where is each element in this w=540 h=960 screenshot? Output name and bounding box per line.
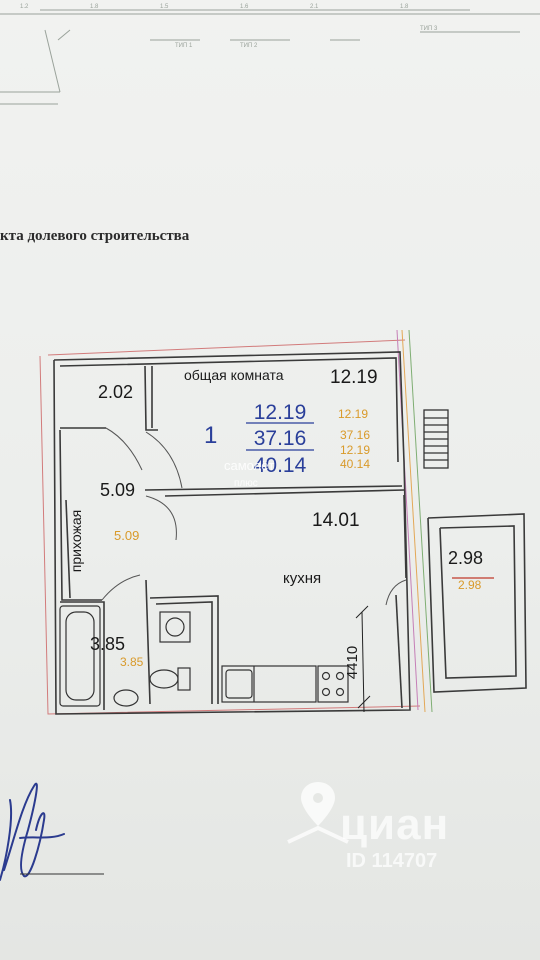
svg-text:1.2: 1.2 — [20, 4, 29, 10]
secondary-total-3: 12.19 — [340, 443, 371, 457]
svg-text:1.5: 1.5 — [160, 4, 169, 10]
total-area-with-balcony: 40.14 — [253, 454, 307, 477]
document-heading: кта долевого строительства — [0, 228, 190, 244]
svg-text:ТИП 1: ТИП 1 — [175, 43, 193, 49]
bathroom-area: 3.85 — [90, 634, 126, 654]
adjacent-plan-fragment: 1.2 1.8 1.5 1.6 2.1 1.8 ТИП 1 ТИП 2 ТИП 3 — [0, 4, 540, 105]
svg-text:1.6: 1.6 — [240, 4, 249, 10]
developer-stamp-line-2: плюс — [234, 478, 258, 489]
watermark-listing-id: ID 114707 — [346, 850, 438, 872]
svg-text:2.1: 2.1 — [310, 4, 319, 10]
kitchen-area: 14.01 — [312, 510, 360, 531]
secondary-total-4: 40.14 — [340, 457, 371, 471]
living-room-area: 12.19 — [330, 367, 378, 388]
secondary-total-2: 37.16 — [340, 428, 371, 442]
total-area: 37.16 — [253, 427, 307, 450]
svg-text:1.8: 1.8 — [90, 4, 99, 10]
svg-text:1.8: 1.8 — [400, 4, 409, 10]
kitchen-name: кухня — [283, 570, 322, 587]
apartment-number: 1 — [204, 422, 218, 449]
developer-stamp-line-1: самолёт — [224, 458, 275, 473]
balcony-area-secondary: 2.98 — [458, 578, 482, 592]
living-room-name: общая комната — [184, 367, 284, 383]
watermark-brand: циан — [340, 800, 450, 849]
hallway-area-secondary: 5.09 — [114, 528, 140, 543]
hallway-area: 5.09 — [100, 480, 136, 500]
secondary-total-1: 12.19 — [338, 407, 369, 421]
storage-area: 2.02 — [98, 382, 134, 402]
bathroom-area-secondary: 3.85 — [120, 655, 144, 669]
svg-text:ТИП 2: ТИП 2 — [240, 43, 258, 49]
svg-text:ТИП 3: ТИП 3 — [420, 26, 438, 32]
total-living-area: 12.19 — [253, 401, 307, 424]
balcony-area: 2.98 — [448, 548, 484, 568]
